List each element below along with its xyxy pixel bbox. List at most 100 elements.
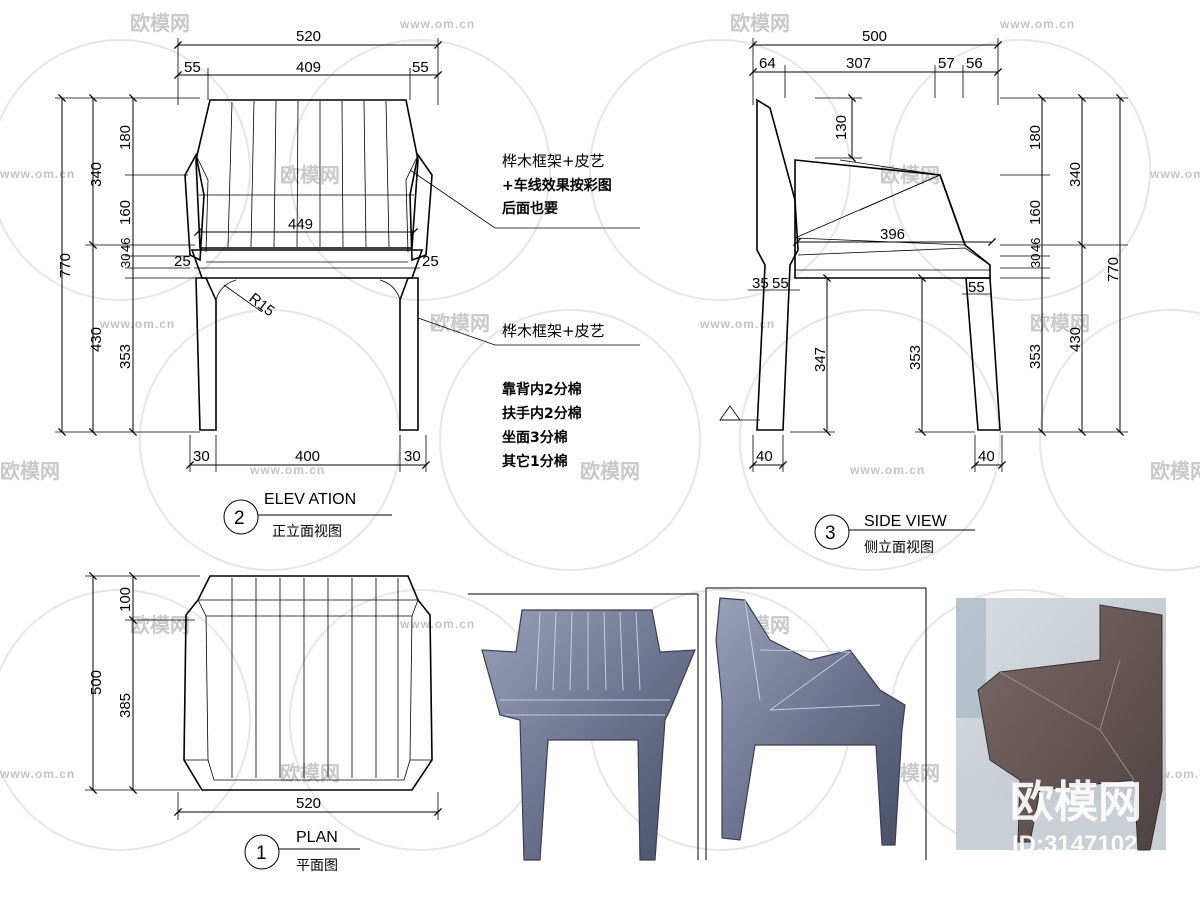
note-foam-line-3: 坐面3分棉 xyxy=(502,429,568,446)
side-seat-dimension: 396 xyxy=(792,226,997,247)
elevation-top-dimensions: 520 55 409 55 xyxy=(173,28,443,105)
corner-watermark-id: ID:3147102 xyxy=(1012,831,1137,858)
dim-elev-leg-left: 30 xyxy=(193,448,210,465)
dim-elev-back-top: 180 xyxy=(117,125,134,150)
watermark-url: www.om.cn xyxy=(999,17,1075,31)
plan-title: PLAN xyxy=(296,829,338,846)
dim-side-leg-right: 40 xyxy=(978,448,995,465)
dim-elev-leg-right: 30 xyxy=(404,448,421,465)
note-foam-line-1: 靠背内2分棉 xyxy=(502,381,582,398)
note-back-line-1: 桦木框架+皮艺 xyxy=(502,152,605,170)
photo-side-view xyxy=(705,587,927,860)
watermark-url: www.om.cn xyxy=(0,167,75,181)
dim-side-d2: 307 xyxy=(846,55,871,72)
plan-number-circle xyxy=(244,834,280,870)
note-back-line-3: 后面也要 xyxy=(502,200,558,217)
dim-elev-leg-span: 400 xyxy=(295,448,320,465)
dim-side-d4: 56 xyxy=(966,55,983,72)
reference-photos: 欧模网 ID:3147102 xyxy=(468,587,1166,861)
watermark-logo: 欧模网 xyxy=(130,11,190,35)
watermark-logo: 欧模网 xyxy=(730,11,790,35)
dim-plan-back-depth: 100 xyxy=(117,587,134,612)
watermark-url: www.om.cn xyxy=(99,317,175,331)
elevation-subtitle: 正立面视图 xyxy=(272,524,342,540)
elevation-number: 2 xyxy=(234,508,245,529)
plan-left-dimensions: 500 100 385 xyxy=(85,571,200,795)
plan-subtitle: 平面图 xyxy=(296,858,338,874)
note-seat-material: 桦木框架+皮艺 xyxy=(502,322,605,340)
side-bottom-dimensions: 40 40 xyxy=(748,435,1007,472)
elevation-left-dimensions: 770 340 430 180 160 30 46 353 xyxy=(55,93,200,437)
watermark-url: www.om.cn xyxy=(1149,167,1200,181)
dim-elev-back-mid: 160 xyxy=(117,200,134,225)
watermark-logo: 欧模网 xyxy=(1150,459,1200,483)
watermark-logo: 欧模网 xyxy=(580,459,640,483)
dim-plan-width: 520 xyxy=(296,795,321,812)
dim-elev-right-offset: 55 xyxy=(412,59,429,76)
note-back-line-2: +车线效果按彩图 xyxy=(502,177,612,194)
side-right-dimensions: 180 160 30 46 353 340 430 770 xyxy=(1000,93,1128,437)
plan-number: 1 xyxy=(256,843,267,864)
dim-side-leg-height: 353 xyxy=(1027,344,1044,369)
side-number: 3 xyxy=(825,523,836,544)
side-title-block: 3 SIDE VIEW 侧立面视图 xyxy=(814,513,975,556)
note-foam-line-2: 扶手内2分棉 xyxy=(502,405,582,422)
dim-side-back-top: 180 xyxy=(1027,125,1044,150)
elevation-title: ELEV ATION xyxy=(264,491,356,508)
dim-elev-radius: R15 xyxy=(246,290,278,320)
dim-elev-upper-height: 340 xyxy=(88,162,105,187)
watermark-logo: 欧模网 xyxy=(430,311,490,335)
dim-elev-left-inset: 25 xyxy=(174,253,191,270)
side-view: 500 64 307 57 56 130 xyxy=(719,28,1128,556)
side-top-dimensions: 500 64 307 57 56 xyxy=(748,28,1003,105)
elevation-notes: 桦木框架+皮艺 +车线效果按彩图 后面也要 桦木框架+皮艺 靠背内2分棉 扶手内… xyxy=(409,152,640,470)
elevation-chair-outline xyxy=(184,99,433,431)
elevation-title-block: 2 ELEV ATION 正立面视图 xyxy=(223,491,392,540)
plan-chair-outline xyxy=(183,575,433,791)
dim-elev-overall-width: 520 xyxy=(296,28,321,45)
dim-side-upper-height: 340 xyxy=(1067,162,1084,187)
dim-side-front-left2: 55 xyxy=(772,275,789,292)
dim-elev-thin-b: 46 xyxy=(118,238,133,252)
elevation-bottom-dimensions: 30 400 30 xyxy=(185,435,431,472)
dim-side-front-left: 35 xyxy=(752,275,769,292)
elevation-number-circle xyxy=(223,499,259,535)
plan-title-block: 1 PLAN 平面图 xyxy=(244,829,360,874)
watermark-url: www.om.cn xyxy=(0,767,75,781)
watermark-logo: 欧模网 xyxy=(280,163,340,187)
side-backdrop-dimension: 130 xyxy=(815,93,862,163)
dim-elev-thin-a: 30 xyxy=(118,254,133,268)
watermark-logo: 欧模网 xyxy=(0,459,60,483)
dim-elev-inner-width: 409 xyxy=(296,59,321,76)
side-number-circle xyxy=(814,514,850,550)
plan-view: 500 100 385 xyxy=(85,571,443,874)
dim-elev-right-inset: 25 xyxy=(422,253,439,270)
dim-elev-seat-width: 449 xyxy=(288,216,313,233)
watermark-url: www.om.cn xyxy=(399,17,475,31)
dim-side-leg-left: 40 xyxy=(756,448,773,465)
dim-side-d1: 64 xyxy=(759,55,776,72)
dim-side-seat-depth: 396 xyxy=(880,226,905,243)
dim-side-lower-height: 430 xyxy=(1067,327,1084,352)
note-foam-line-4: 其它1分棉 xyxy=(502,453,568,470)
dim-elev-total-height: 770 xyxy=(57,253,74,278)
side-left-dimensions: 35 55 55 347 353 xyxy=(719,273,992,437)
dim-side-d3: 57 xyxy=(938,55,955,72)
watermark-url: www.om.cn xyxy=(399,617,475,631)
dim-plan-depth-total: 500 xyxy=(88,670,105,695)
dim-side-back-mid: 160 xyxy=(1027,200,1044,225)
watermark-logo: 欧模网 xyxy=(130,613,190,637)
dim-plan-seat-depth: 385 xyxy=(117,693,134,718)
dim-elev-left-offset: 55 xyxy=(184,59,201,76)
photo-front-view xyxy=(468,593,699,861)
side-subtitle: 侧立面视图 xyxy=(864,540,934,556)
dim-elev-lower-height: 430 xyxy=(88,327,105,352)
dim-elev-leg-height: 353 xyxy=(117,344,134,369)
plan-bottom-dimension: 520 xyxy=(173,792,443,820)
corner-watermark-logo: 欧模网 xyxy=(1010,777,1142,828)
dim-side-thin-a: 30 xyxy=(1028,254,1043,268)
dim-side-front-leg: 347 xyxy=(812,347,829,372)
watermark-url: www.om.cn xyxy=(699,317,775,331)
dim-side-rear-leg: 353 xyxy=(907,345,924,370)
